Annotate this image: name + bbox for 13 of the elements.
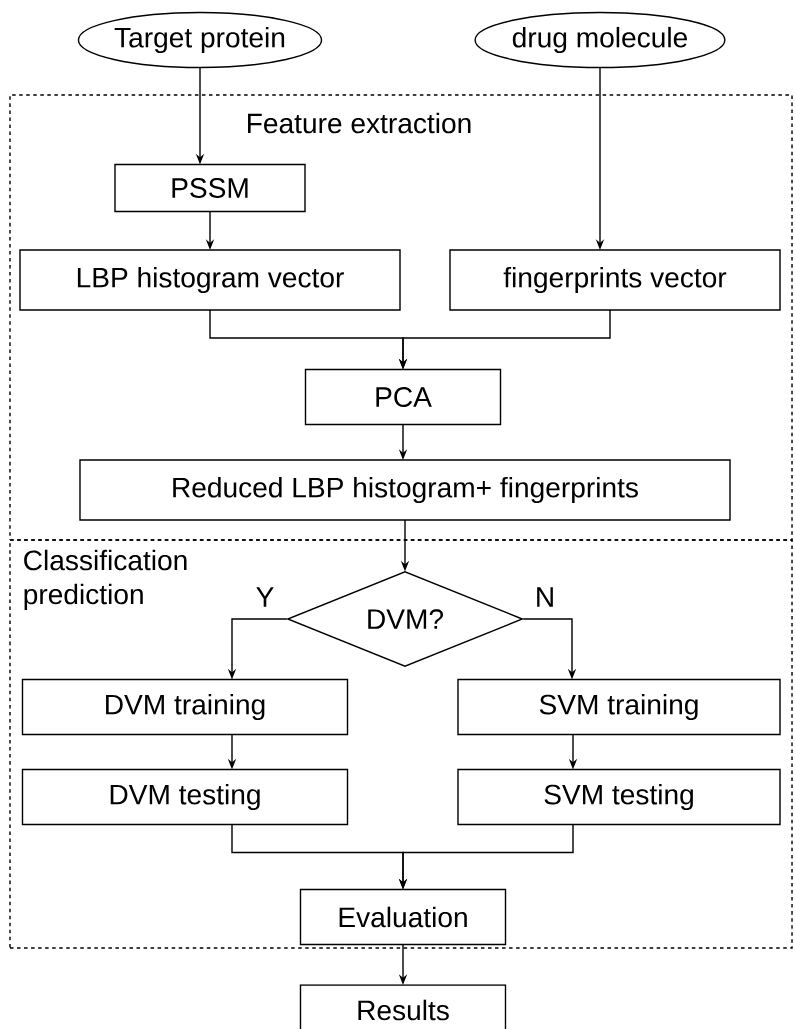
- process-box: Evaluation: [299, 888, 507, 946]
- edge-label: N: [537, 587, 553, 607]
- process-box: DVM training: [21, 678, 349, 736]
- process-box: Reduced LBP histogram+ fingerprints: [79, 459, 731, 521]
- process-box: Results: [299, 984, 507, 1029]
- process-box: SVM testing: [457, 768, 781, 826]
- process-box: LBP histogram vector: [19, 249, 401, 311]
- edge-label: Y: [256, 587, 274, 607]
- process-box: PCA: [304, 368, 502, 426]
- process-box: fingerprints vector: [449, 249, 781, 311]
- process-box: PSSM: [114, 163, 306, 213]
- process-box: DVM testing: [21, 768, 349, 826]
- process-box: SVM training: [457, 678, 781, 736]
